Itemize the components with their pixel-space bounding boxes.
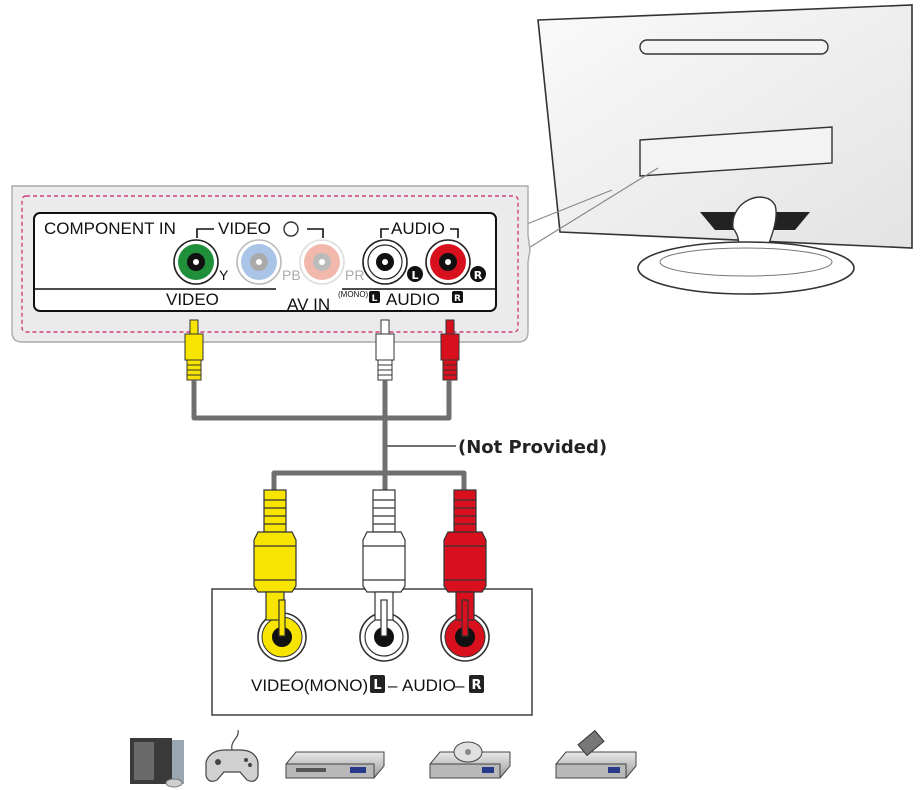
badge-r-icon: R [470, 266, 486, 282]
computer-icon [130, 738, 184, 788]
bottom-badge-l-icon [369, 291, 380, 303]
source-jack-video-yellow [257, 612, 307, 662]
source-jack-audio-r-red [440, 612, 490, 662]
mono-label: (MONO) [338, 290, 369, 299]
component-in-label: COMPONENT IN [44, 219, 176, 238]
source-badge-l-icon [370, 675, 385, 693]
svg-text:L: L [411, 269, 418, 282]
source-audio-label: AUDIO [402, 676, 456, 695]
bottom-badge-r-icon [452, 291, 463, 303]
bottom-badge-r-text: R [454, 294, 461, 304]
jack-y-green [173, 239, 219, 285]
not-provided-label: (Not Provided) [458, 437, 607, 458]
av-in-label: AV IN [287, 295, 330, 314]
tv-stand-base [637, 241, 855, 295]
small-plug-white [375, 319, 395, 381]
jack-pb-label: PB [282, 267, 301, 283]
bottom-badge-l-text: L [372, 294, 378, 304]
source-badge-l-text: L [373, 678, 381, 693]
panel-highlight [21, 195, 519, 333]
dvd-recorder-icon [285, 751, 385, 779]
bottom-audio-label: AUDIO [386, 290, 440, 309]
component-indicator-icon [283, 221, 299, 237]
bottom-video-label: VIDEO [166, 290, 219, 309]
input-panel-callout: COMPONENT IN VIDEO AUDIO Y PB [11, 185, 531, 343]
vcr-icon [555, 729, 637, 779]
jack-audio-r-red [425, 239, 471, 285]
jack-pr-label: PR [345, 267, 364, 283]
game-console-icon [205, 729, 259, 782]
badge-l-icon: L [407, 266, 423, 282]
big-plug-yellow [253, 489, 297, 637]
big-plug-white [362, 489, 406, 637]
jack-pb-blue [236, 239, 282, 285]
audio-group-label: AUDIO [391, 219, 445, 238]
source-badge-r-icon [469, 675, 484, 693]
tv-vent-slot [639, 39, 829, 55]
svg-text:R: R [474, 269, 483, 282]
big-plug-red [443, 489, 487, 637]
callout-lines [521, 167, 659, 253]
video-group-label: VIDEO [218, 219, 271, 238]
small-plug-yellow [184, 319, 204, 381]
tv-rear-port-area [639, 126, 833, 177]
dvd-player-icon [429, 741, 511, 779]
tv-monitor [537, 4, 913, 295]
source-badge-r-text: R [471, 678, 481, 693]
source-dash-2: – [455, 676, 465, 695]
jack-pr-pink [299, 239, 345, 285]
jack-y-label: Y [219, 267, 229, 283]
jack-audio-l-white [362, 239, 408, 285]
source-video-mono-label: VIDEO(MONO) [251, 676, 368, 695]
av-cable [191, 380, 467, 490]
source-dash-1: – [388, 676, 398, 695]
